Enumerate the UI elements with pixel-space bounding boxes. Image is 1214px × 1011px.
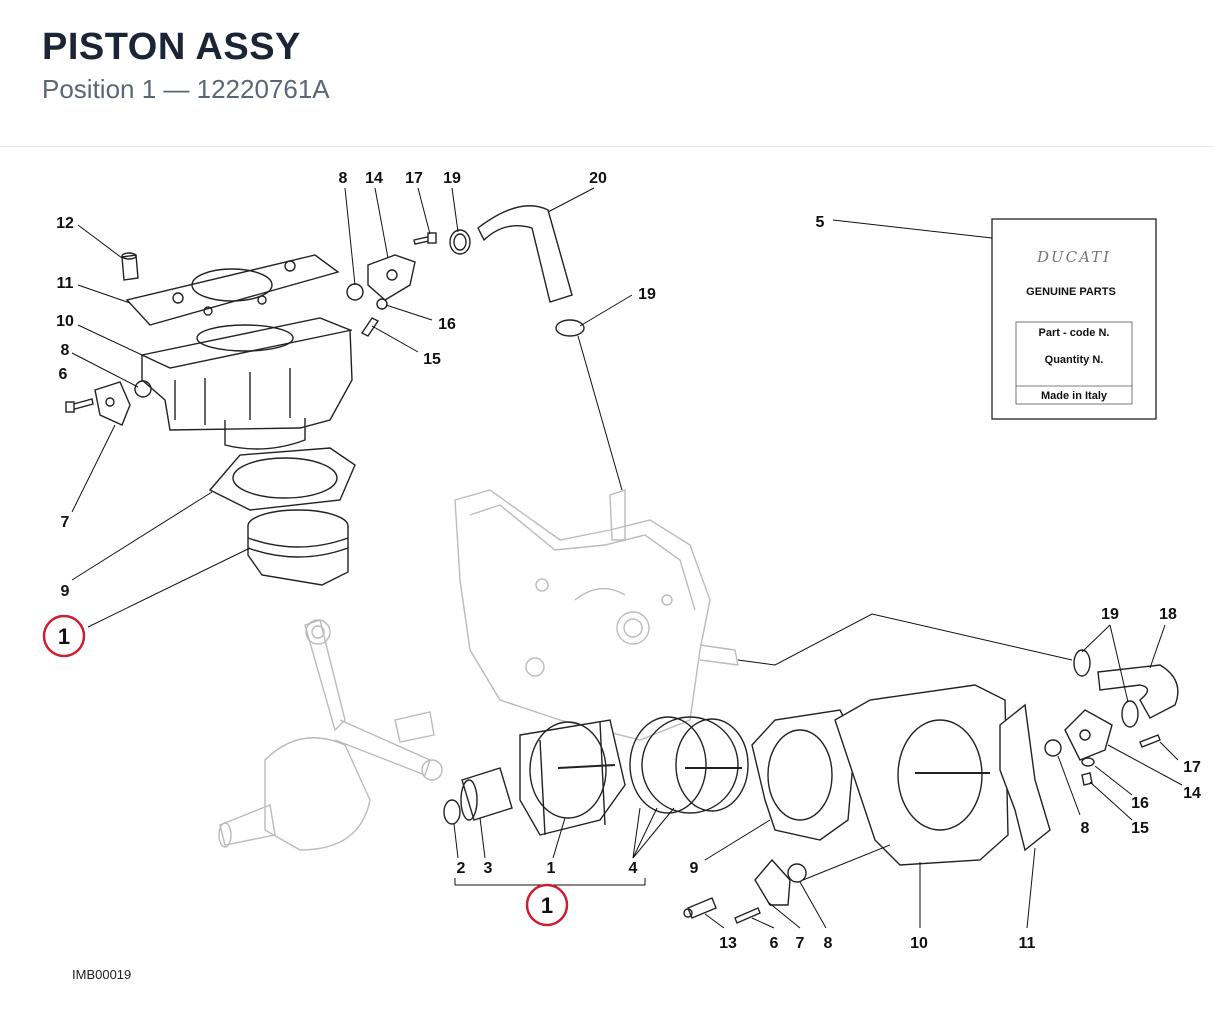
screw-right-b	[1081, 772, 1093, 786]
genuine-parts-label: DUCATI GENUINE PARTS Part - code N. Quan…	[991, 218, 1157, 420]
label-11-bottom: 11	[1019, 935, 1036, 952]
label-12: 12	[56, 215, 74, 232]
engine-crankcase	[454, 489, 739, 741]
screw-right	[1139, 734, 1161, 748]
oring-top-left	[134, 380, 152, 398]
label-10-bottom: 10	[910, 935, 928, 952]
oring-right	[1044, 739, 1062, 757]
header-divider	[0, 146, 1214, 147]
label-15-right: 15	[1131, 820, 1149, 837]
label-9-bottom: 9	[690, 860, 699, 877]
label-19-top: 19	[443, 170, 461, 187]
hose-clamp-top-a	[449, 229, 471, 255]
label-14-right: 14	[1183, 785, 1201, 802]
cylinder-top	[141, 317, 353, 450]
label-9-left: 9	[61, 583, 70, 600]
label-13: 13	[719, 935, 737, 952]
callout-label-bottom: 1	[541, 893, 553, 918]
washer-top	[376, 298, 388, 310]
oring-top	[346, 283, 364, 301]
label-5: 5	[816, 214, 825, 231]
label-6-bottom: 6	[770, 935, 779, 952]
head-gasket-bottom	[999, 703, 1051, 852]
label-8-bottom: 8	[824, 935, 833, 952]
label-6-left: 6	[59, 366, 68, 383]
label-15-top: 15	[423, 351, 441, 368]
label-7-left: 7	[61, 514, 70, 531]
washer-right	[1081, 757, 1095, 767]
piston-main	[519, 719, 626, 836]
label-11-top: 11	[57, 275, 74, 292]
label-part-code: Part - code N.	[1039, 327, 1110, 339]
page-header: PISTON ASSY Position 1 — 12220761A	[42, 28, 330, 102]
piston-rings	[629, 716, 749, 814]
bleed-screw	[683, 897, 717, 919]
part-number-labels: 12 11 10 8 6 7 9 8 14 17 19 20 16 15 19 …	[56, 170, 1201, 952]
page-subtitle: Position 1 — 12220761A	[42, 74, 330, 104]
water-fitting-right	[1064, 709, 1113, 761]
screw-top-left	[65, 398, 94, 413]
page-title: PISTON ASSY	[42, 26, 301, 68]
cylinder-bottom	[834, 684, 1009, 866]
label-made-in: Made in Italy	[1041, 390, 1108, 402]
label-20: 20	[589, 170, 607, 187]
hose-clamp-right-b	[1121, 700, 1139, 728]
screw-bottom	[734, 907, 761, 924]
label-8-right: 8	[1081, 820, 1090, 837]
label-8-top: 8	[339, 170, 348, 187]
label-1-piston: 1	[547, 860, 556, 877]
hose-clamp-top-b	[555, 319, 585, 337]
diagram-reference-code: IMB00019	[72, 967, 132, 982]
label-16-right: 16	[1131, 795, 1149, 812]
dowel-pin-top	[121, 252, 139, 281]
label-brand: DUCATI	[1036, 248, 1111, 266]
label-10-top: 10	[56, 313, 74, 330]
crankshaft-assembly	[218, 619, 443, 851]
screw-top-b	[360, 317, 380, 337]
circlip	[443, 799, 461, 825]
water-fitting-top	[367, 254, 416, 301]
label-14-top: 14	[365, 170, 383, 187]
callout-label-left: 1	[58, 624, 70, 649]
label-2: 2	[457, 860, 466, 877]
label-quantity: Quantity N.	[1045, 354, 1104, 366]
bracket-top-left	[94, 381, 131, 426]
cylinder-head-gasket-top	[125, 254, 340, 326]
label-4: 4	[629, 860, 638, 877]
hose-top	[477, 205, 573, 303]
label-genuine-parts: GENUINE PARTS	[1026, 286, 1116, 298]
hose-right	[1097, 664, 1179, 719]
label-19-right: 19	[1101, 606, 1119, 623]
base-gasket-top	[208, 447, 356, 511]
bracket-bottom	[754, 858, 791, 906]
piston-top-left	[247, 509, 349, 586]
screw-top	[413, 232, 437, 245]
gudgeon-pin	[460, 767, 513, 821]
label-8-left: 8	[61, 342, 70, 359]
label-18: 18	[1159, 606, 1177, 623]
oring-bottom	[787, 863, 807, 883]
label-19-mid: 19	[638, 286, 656, 303]
label-17-right: 17	[1183, 759, 1201, 776]
hose-clamp-right-a	[1073, 649, 1091, 677]
callout-position-1-left[interactable]: 1	[42, 614, 86, 658]
label-3: 3	[484, 860, 493, 877]
label-16-top: 16	[438, 316, 456, 333]
label-17-top: 17	[405, 170, 423, 187]
base-gasket-bottom	[751, 709, 856, 841]
label-7-bottom: 7	[796, 935, 805, 952]
callout-position-1-bottom[interactable]: 1	[525, 883, 569, 927]
